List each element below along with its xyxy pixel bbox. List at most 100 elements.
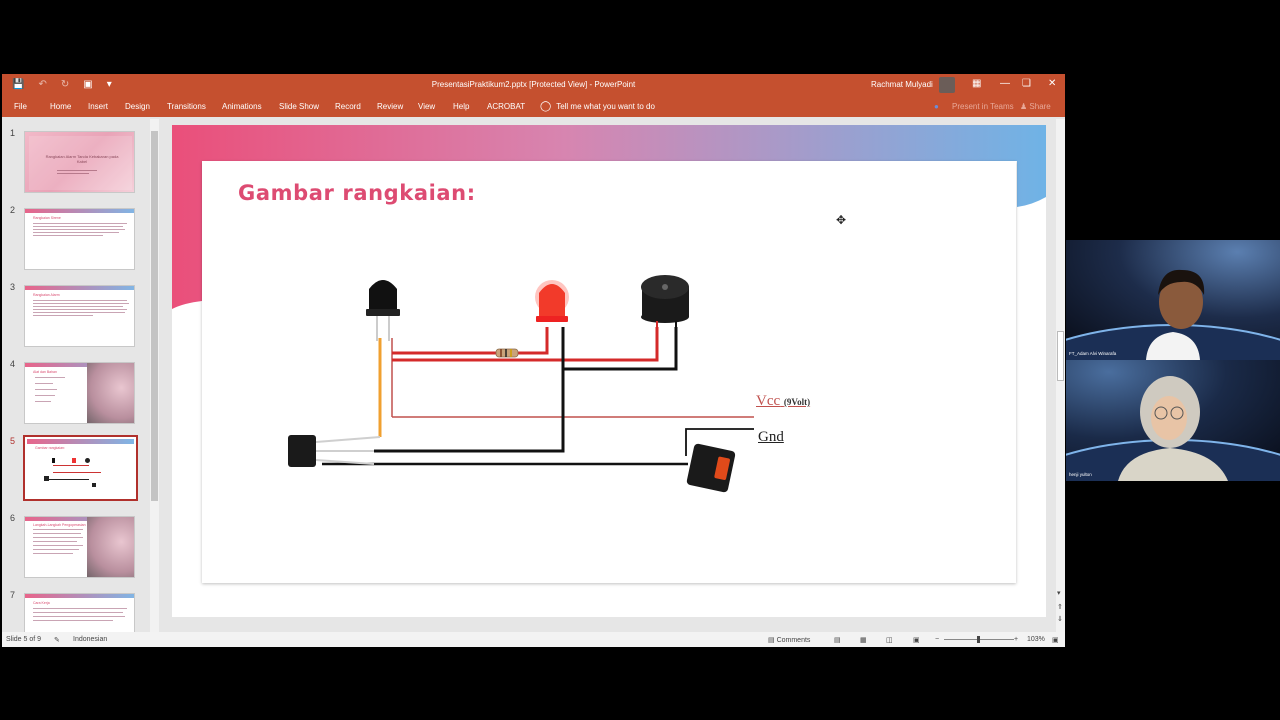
thumbnail-text-line: [33, 223, 127, 224]
ribbon-tabs: File Home Insert Design Transitions Anim…: [2, 96, 1065, 117]
normal-view-icon[interactable]: ▤: [834, 637, 841, 644]
tell-me-search[interactable]: ◯ Tell me what you want to do: [540, 101, 655, 112]
accessibility-icon[interactable]: ✎: [54, 637, 60, 644]
tab-design[interactable]: Design: [125, 102, 150, 111]
thumbnail-text-line: [35, 383, 53, 384]
close-icon[interactable]: ✕: [1048, 78, 1057, 89]
tab-home[interactable]: Home: [50, 102, 72, 111]
thumbnail-header-band: [25, 594, 134, 598]
tab-view[interactable]: View: [418, 102, 436, 111]
tell-me-text: Tell me what you want to do: [556, 102, 655, 111]
tab-file[interactable]: File: [14, 102, 27, 111]
current-slide[interactable]: Gambar rangkaian:: [172, 125, 1046, 617]
glasses-icon: [1154, 406, 1168, 420]
slide-content-box: Gambar rangkaian:: [202, 161, 1016, 583]
tab-animations[interactable]: Animations: [222, 102, 262, 111]
thumbnail-text-line: [33, 235, 103, 236]
circuit-diagram[interactable]: [202, 161, 1016, 583]
minimize-icon[interactable]: —: [1000, 78, 1010, 89]
slide-thumbnail-7[interactable]: Cara Kerja: [24, 593, 135, 633]
thumbnail-title: Gambar rangkaian:: [35, 446, 65, 450]
slide-thumbnail-6[interactable]: Langkah-Langkah Pengoperasian: [24, 516, 135, 578]
thumbnail-text-line: [33, 537, 83, 538]
present-icon[interactable]: ▣: [83, 79, 93, 90]
share-button[interactable]: ♟ Share: [1020, 102, 1051, 111]
ribbon-display-icon[interactable]: ▦: [972, 78, 982, 89]
undo-icon[interactable]: ↶: [38, 79, 47, 90]
thumbnail-transistor: [44, 476, 49, 481]
move-cursor-icon: ✥: [836, 213, 847, 227]
user-name[interactable]: Rachmat Mulyadi: [871, 80, 933, 89]
slide-thumbnail-pane: 1 2 3 4 5 6 7 Rangkaian Alarm Tanda Keba…: [2, 117, 160, 633]
flame-sensor-base: [366, 309, 400, 316]
previous-slide-icon[interactable]: ⇑: [1057, 604, 1063, 611]
ground-wire: [374, 327, 565, 453]
maximize-icon[interactable]: ❏: [1022, 78, 1031, 89]
language-indicator[interactable]: Indonesian: [73, 636, 108, 643]
slide-sorter-icon[interactable]: ▦: [860, 637, 867, 644]
lightbulb-icon: ◯: [540, 101, 552, 112]
tab-help[interactable]: Help: [453, 102, 470, 111]
resistor: [495, 348, 519, 358]
zoom-level[interactable]: 103%: [1027, 636, 1045, 643]
led-wire: [392, 327, 549, 355]
tab-review[interactable]: Review: [377, 102, 404, 111]
slide-thumbnail-3[interactable]: Rangkaian Alarm: [24, 285, 135, 347]
slide-thumbnail-5[interactable]: Gambar rangkaian:: [23, 435, 138, 501]
person-face: [1151, 396, 1187, 440]
slide-thumbnail-2[interactable]: Rangkaian Sirene: [24, 208, 135, 270]
thumbnail-text-line: [35, 401, 51, 402]
thumbnail-buzzer: [85, 458, 90, 463]
thumbnail-number: 7: [10, 590, 16, 600]
thumbnail-frame: Gambar rangkaian:: [27, 439, 134, 497]
save-icon[interactable]: 💾: [12, 79, 25, 90]
tab-acrobat[interactable]: ACROBAT: [487, 102, 526, 111]
thumbnail-text-line: [33, 226, 123, 227]
tab-slide-show[interactable]: Slide Show: [279, 102, 320, 111]
scrollbar-thumb[interactable]: [1057, 331, 1064, 381]
scrollbar-thumb[interactable]: [151, 131, 158, 501]
redo-icon[interactable]: ↻: [60, 79, 70, 90]
fit-to-window-icon[interactable]: ▣: [1052, 637, 1059, 644]
comments-label: Comments: [776, 637, 811, 644]
comments-button[interactable]: ▤ Comments: [768, 637, 811, 644]
zoom-slider-knob[interactable]: [977, 636, 980, 643]
transistor-lead: [315, 436, 381, 443]
buzzer-ground-wire: [563, 327, 678, 371]
thumbnail-text-line: [33, 303, 129, 304]
zoom-slider[interactable]: [944, 636, 1014, 643]
status-bar: Slide 5 of 9 ✎ Indonesian ▤ Comments ▤ ▦…: [2, 632, 1065, 647]
thumbnail-text-line: [33, 300, 127, 301]
tab-transitions[interactable]: Transitions: [167, 102, 206, 111]
tab-record[interactable]: Record: [335, 102, 361, 111]
gnd-label: Gnd: [758, 429, 784, 445]
buzzer-hole: [662, 284, 668, 290]
avatar[interactable]: [939, 77, 955, 93]
thumbnail-text-line: [33, 529, 83, 530]
thumbnail-title: Rangkaian Alarm Tanda Kebakaran pada Kab…: [45, 154, 119, 164]
share-label: Share: [1029, 102, 1051, 111]
slide-thumbnail-1[interactable]: Rangkaian Alarm Tanda Kebakaran pada Kab…: [24, 131, 135, 193]
thumbnail-scrollbar[interactable]: [150, 119, 159, 632]
transistor: [288, 435, 316, 467]
customize-qat-icon[interactable]: ▾: [106, 79, 112, 90]
slide-show-icon[interactable]: ▣: [913, 637, 920, 644]
reading-view-icon[interactable]: ◫: [886, 637, 893, 644]
thumbnail-number: 6: [10, 513, 16, 523]
zoom-in-icon[interactable]: +: [1014, 636, 1019, 643]
slide-thumbnail-4[interactable]: Alat dan Bahan: [24, 362, 135, 424]
thumbnail-switch: [92, 483, 96, 487]
thumbnail-text-line: [35, 389, 57, 390]
participant-name: henji yulton: [1069, 472, 1092, 477]
zoom-out-icon[interactable]: −: [935, 636, 940, 643]
next-slide-icon[interactable]: ⇓: [1057, 616, 1063, 623]
thumbnail-text-line: [35, 395, 55, 396]
thumbnail-text-line: [33, 312, 125, 313]
scroll-down-icon[interactable]: ▾: [1057, 590, 1061, 597]
slide-title[interactable]: Gambar rangkaian:: [238, 181, 476, 205]
present-in-teams-button[interactable]: Present in Teams: [952, 102, 1014, 111]
slide-scrollbar[interactable]: ▾ ⇑ ⇓: [1056, 119, 1065, 632]
thumbnail-text-line: [57, 173, 89, 174]
tab-insert[interactable]: Insert: [88, 102, 109, 111]
thumbnail-text-line: [35, 377, 65, 378]
